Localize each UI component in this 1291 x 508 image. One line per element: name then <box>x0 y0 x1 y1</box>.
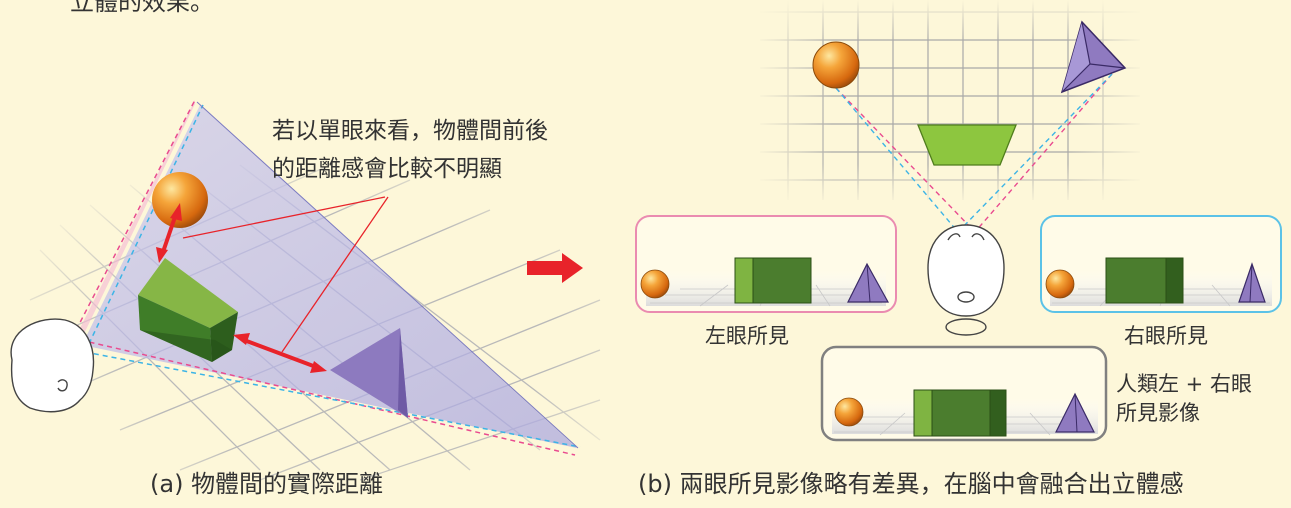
distance-arrows <box>156 203 327 373</box>
head-side-view <box>10 318 95 413</box>
right-eye-label: 右眼所見 <box>1124 324 1208 348</box>
sphere <box>152 172 208 228</box>
intro-text-fragment: 立體的效果。 <box>70 0 214 16</box>
combined-label-line-1: 人類左 + 右眼 <box>1116 372 1252 396</box>
left-eye-label: 左眼所見 <box>705 324 789 348</box>
prism-top <box>917 124 1017 166</box>
annotation-line-1: 若以單眼來看，物體間前後 <box>272 118 548 144</box>
combined-view <box>820 345 1108 442</box>
sight-lines <box>835 73 1113 233</box>
caption-a: (a) 物體間的實際距離 <box>150 470 384 498</box>
combined-label-line-2: 所見影像 <box>1116 401 1200 425</box>
pyramid-top <box>1060 20 1127 94</box>
green-prism <box>138 258 238 362</box>
panel-b-binocular-view <box>635 0 1282 442</box>
monocular-annotation: 若以單眼來看，物體間前後 的距離感會比較不明顯 <box>272 112 548 188</box>
right-eye-view <box>1040 215 1282 313</box>
transition-arrow <box>527 253 583 283</box>
annotation-leader-lines <box>182 196 389 353</box>
head-top-view <box>927 224 1005 336</box>
caption-b: (b) 兩眼所見影像略有差異，在腦中會融合出立體感 <box>638 470 1184 498</box>
left-eye-view <box>635 215 897 313</box>
sphere-top <box>812 41 860 89</box>
annotation-line-2: 的距離感會比較不明顯 <box>272 156 502 182</box>
purple-pyramid <box>330 328 408 418</box>
panel-a-perspective-scene <box>0 99 610 490</box>
combined-view-label: 人類左 + 右眼 所見影像 <box>1116 370 1252 428</box>
